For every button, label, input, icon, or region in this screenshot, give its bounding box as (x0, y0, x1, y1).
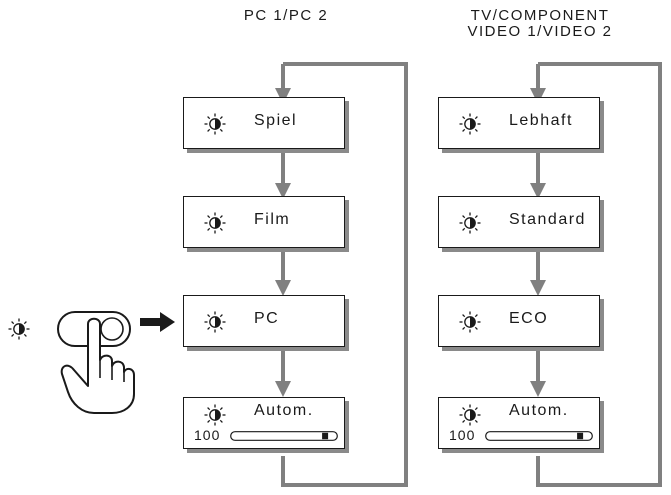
brightness-contrast-icon (8, 318, 30, 340)
mode-label: Film (254, 211, 291, 228)
picture-mode-button[interactable] (50, 302, 140, 414)
header-line: PC 1/PC 2 (243, 7, 329, 24)
mode-box-lebhaft: Lebhaft (438, 97, 600, 149)
brightness-contrast-icon (459, 113, 481, 135)
mode-label: Spiel (254, 112, 298, 129)
auto-value: 100 (194, 427, 221, 443)
brightness-contrast-icon (204, 113, 226, 135)
mode-label: Lebhaft (509, 112, 573, 129)
loop-back-line (281, 62, 408, 487)
mode-label: PC (254, 310, 280, 327)
mode-label: Standard (509, 211, 586, 228)
brightness-contrast-icon (459, 311, 481, 333)
mode-box-standard: Standard (438, 196, 600, 248)
brightness-contrast-icon (459, 212, 481, 234)
mode-box-eco: ECO (438, 295, 600, 347)
auto-level-fill (487, 433, 580, 439)
pointing-hand-icon (60, 317, 135, 414)
mode-box-film: Film (183, 196, 345, 248)
mode-box-pc: PC (183, 295, 345, 347)
mode-box-auto: Autom. 100 (438, 397, 600, 449)
mode-label: Autom. (254, 402, 314, 419)
mode-label: ECO (509, 310, 549, 327)
loop-back-line (536, 62, 662, 487)
brightness-contrast-icon (204, 404, 226, 426)
mode-box-spiel: Spiel (183, 97, 345, 149)
header-line: TV/COMPONENT (470, 7, 610, 24)
auto-level-knob (577, 432, 584, 440)
mode-label: Autom. (509, 402, 569, 419)
auto-level-bar (485, 431, 593, 441)
auto-level-fill (232, 433, 325, 439)
brightness-contrast-icon (204, 311, 226, 333)
mode-box-auto: Autom. 100 (183, 397, 345, 449)
header-line: VIDEO 1/VIDEO 2 (467, 23, 613, 40)
brightness-contrast-icon (204, 212, 226, 234)
auto-level-bar (230, 431, 338, 441)
auto-level-knob (322, 432, 329, 440)
header-pc: PC 1/PC 2 (196, 8, 376, 24)
right-arrow-icon (140, 312, 175, 332)
auto-value: 100 (449, 427, 476, 443)
brightness-contrast-icon (459, 404, 481, 426)
header-tv: TV/COMPONENT VIDEO 1/VIDEO 2 (420, 8, 660, 40)
